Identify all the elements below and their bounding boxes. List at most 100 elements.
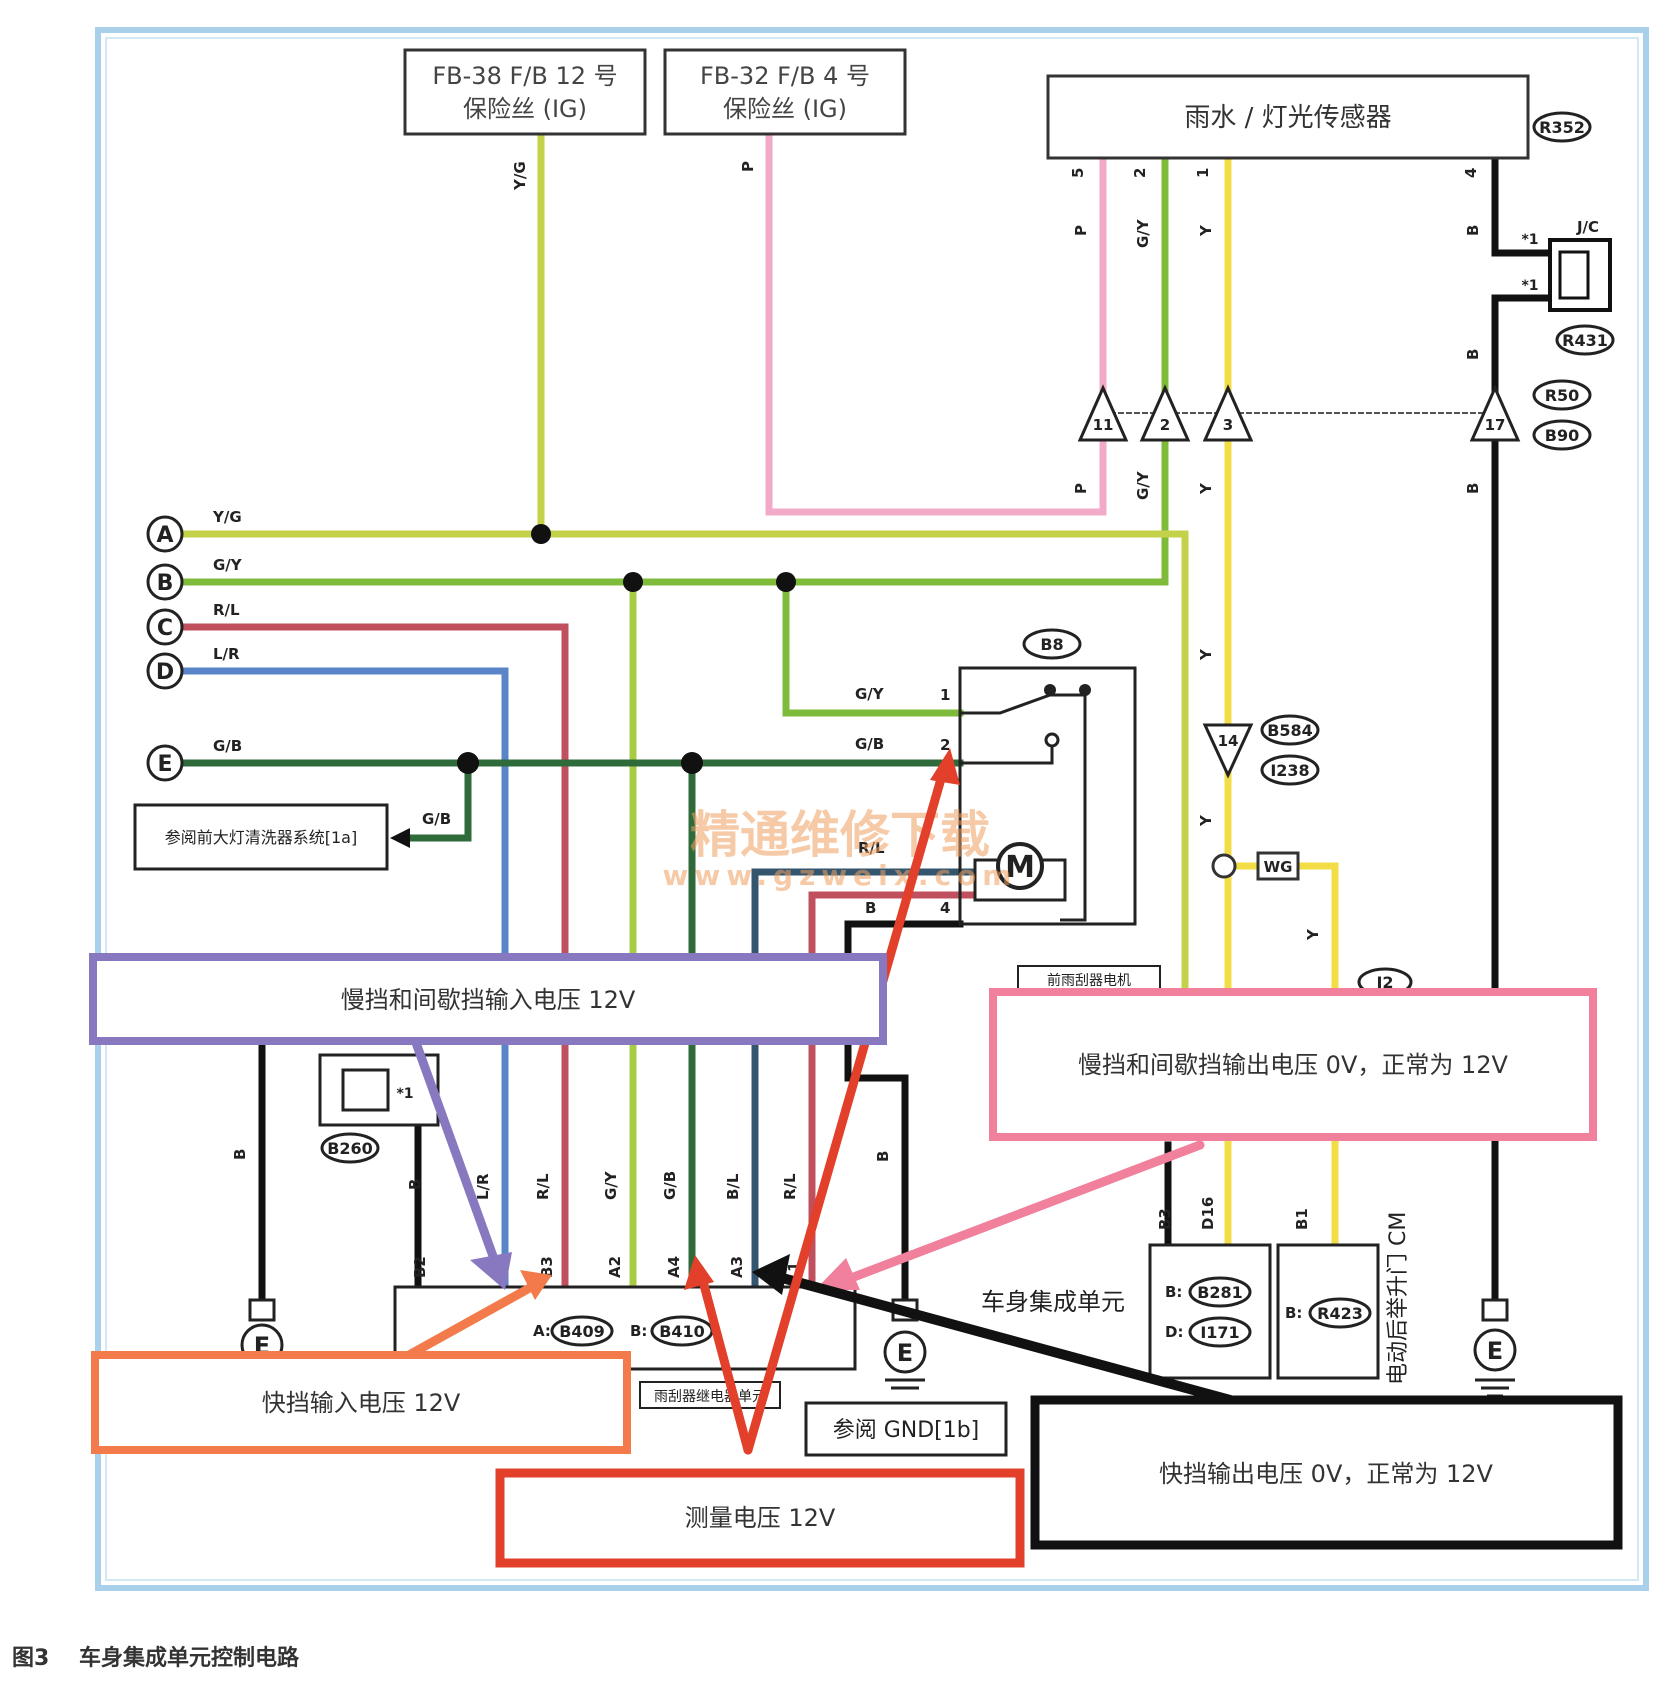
wire-label-gy-a2: G/Y: [602, 1170, 620, 1200]
fuse-box-fb32: [663, 48, 907, 136]
wiper-relay-label-box: [639, 1381, 781, 1409]
wire-label-p-1: P: [1072, 225, 1090, 236]
callout-measure-text: 测量电压 12V: [685, 1504, 836, 1532]
bus-terminal-d-label: D: [156, 660, 174, 685]
callout-fast-output-text: 快挡输出电压 0V，正常为 12V: [1159, 1460, 1493, 1488]
fuse-fb38-line2: 保险丝 (IG): [463, 95, 587, 123]
bus-terminal-e-label: E: [157, 752, 172, 777]
callout-slow-input-text: 慢挡和间歇挡输入电压 12V: [341, 986, 636, 1014]
wire-label-gy-1: G/Y: [1134, 218, 1152, 248]
connector-b260-label: B260: [327, 1139, 373, 1158]
inline-connector-17: [1469, 384, 1521, 442]
connector-b409: [550, 1315, 614, 1347]
jc-star-2: *1: [1521, 278, 1538, 294]
relay-pin-1: 1: [785, 1262, 803, 1272]
motor-symbol-circle: [996, 842, 1044, 890]
connector-b410-label: B410: [659, 1322, 705, 1341]
junction-dot: [457, 752, 479, 774]
watermark: 精通维修下载 www.gzweix.com: [663, 806, 1012, 892]
connector-b281-label: B281: [1197, 1283, 1243, 1302]
arrow-measure-right-head: [930, 748, 960, 785]
callout-fast-input-text: 快挡输入电压 12V: [262, 1389, 461, 1417]
callout-fast-output-box: [1030, 1395, 1623, 1550]
wire-label-gb-a4: G/B: [661, 1171, 679, 1200]
fuse-box-fb38: [403, 48, 647, 136]
connector-i2-label: I2: [1376, 973, 1393, 992]
connector-r423-label: R423: [1317, 1304, 1363, 1323]
sensor-pin-2: 2: [1131, 168, 1149, 178]
wire-b-sensor: [1491, 153, 1554, 257]
body-unit-label: 车身集成单元: [981, 1288, 1125, 1316]
callout-slow-output-box: [989, 988, 1597, 1141]
junction-dot: [776, 572, 796, 592]
bus-terminal-d: [146, 652, 184, 690]
wg-connector-label: WG: [1264, 858, 1293, 876]
ground-ref-label: 参阅 GND[1b]: [833, 1418, 980, 1443]
connector-b90: [1532, 419, 1592, 451]
arrow-measure-right: [743, 760, 950, 1455]
motor-switch-contact: [1044, 684, 1056, 696]
relay-pin-a4: A4: [665, 1256, 683, 1278]
inline-connector-3: [1202, 384, 1254, 442]
wire-label-y-2: Y: [1197, 482, 1215, 495]
rain-light-sensor-box: [1046, 74, 1530, 160]
ground-right-label: E: [1487, 1337, 1503, 1365]
wire-gb-headlamp: [406, 759, 472, 842]
jc-star-1: *1: [1521, 232, 1538, 248]
wire-label-y-4: Y: [1197, 814, 1215, 827]
callout-fast-input-box: [91, 1351, 631, 1454]
connector-b584: [1260, 714, 1320, 746]
headlamp-ref-arrow: [390, 828, 410, 848]
connector-b260: [320, 1132, 380, 1164]
figure-caption: 图3 车身集成单元控制电路: [12, 1640, 299, 1672]
connector-r431-label: R431: [1562, 331, 1608, 350]
b260-star: *1: [396, 1086, 413, 1102]
ground-ref-box: [804, 1401, 1008, 1457]
connector-b8-label: B8: [1040, 635, 1063, 654]
bus-terminal-a-label: A: [156, 523, 173, 548]
wire-p-fuse: [765, 131, 1107, 516]
motor-symbol-letter: M: [1005, 850, 1035, 885]
motor-switch-contact: [1044, 732, 1060, 748]
rain-light-sensor-label: 雨水 / 灯光传感器: [1184, 103, 1391, 133]
wg-connector-box: [1256, 851, 1300, 881]
bus-d-color-code: L/R: [213, 645, 240, 663]
relay-pin-a3: A3: [728, 1256, 746, 1278]
wire-label-bl-a3: B/L: [724, 1173, 742, 1200]
arrow-fast-input: [395, 1280, 540, 1365]
diagram-frame-inner: [105, 37, 1639, 1581]
motor-pin-4: 4: [940, 899, 950, 917]
wire-label-b-3: B: [1464, 483, 1482, 494]
connector-b8: [1022, 628, 1082, 660]
wiper-motor-box: [958, 666, 1137, 926]
wire-label-b-ground: B: [874, 1151, 892, 1162]
wire-label-b-left: B: [231, 1149, 249, 1160]
wire-label-gb-headlamp: G/B: [422, 810, 451, 828]
wire-rl-pin1: [808, 891, 974, 1291]
body-unit-conn-d-prefix: D:: [1165, 1323, 1183, 1341]
connector-r352: [1532, 111, 1592, 143]
bus-terminal-b: [146, 563, 184, 601]
bus-a-wire: [176, 530, 1189, 1004]
figure-title: 车身集成单元控制电路: [78, 1646, 299, 1671]
inline-connector-2-label: 2: [1160, 416, 1170, 434]
relay-conn-a-prefix: A:: [533, 1322, 551, 1340]
wire-bl-a3: [751, 868, 979, 1291]
tailgate-cm-conn-prefix: B:: [1285, 1304, 1302, 1322]
ground-right: E: [1473, 1298, 1517, 1398]
wire-label-gy-motor: G/Y: [855, 685, 885, 703]
bus-a-color-code: Y/G: [212, 508, 242, 526]
relay-pin-b2: B2: [411, 1256, 429, 1278]
headlamp-ref-box: [133, 803, 389, 871]
wire-b-jc-down: [1491, 294, 1554, 1304]
wire-label-p-2: P: [1072, 483, 1090, 494]
connector-i238: [1260, 754, 1320, 786]
ground-center-label: E: [897, 1339, 913, 1367]
connector-i171: [1188, 1316, 1252, 1348]
bus-terminal-c: [146, 608, 184, 646]
inline-connector-11: [1077, 384, 1129, 442]
bus-d-wire: [176, 667, 509, 1291]
sensor-pin-1: 1: [1194, 168, 1212, 178]
relay-pin-a2: A2: [606, 1256, 624, 1278]
motor-switch-lines: [960, 693, 1087, 922]
